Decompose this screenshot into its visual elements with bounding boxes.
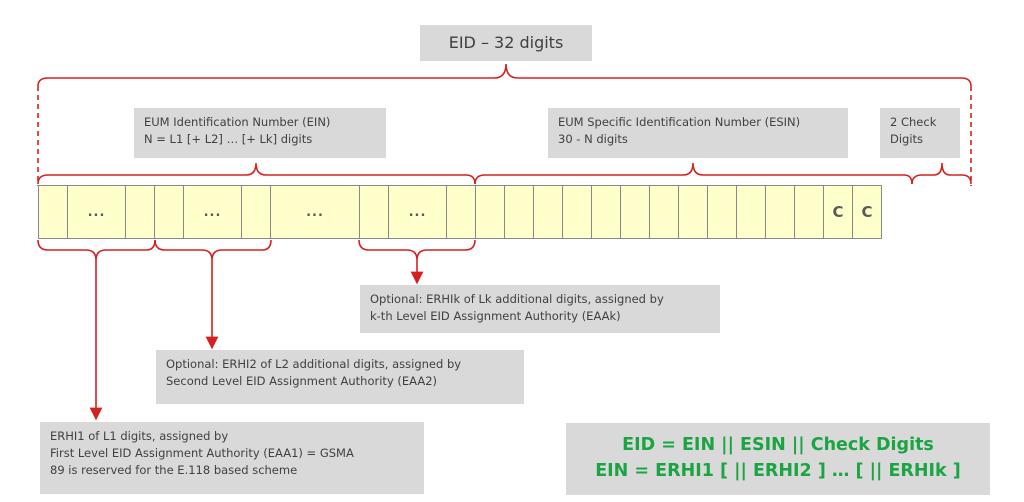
digit-cell: [241, 185, 271, 239]
digit-row: ... ... ... ... C C: [38, 185, 971, 239]
digit-cell: [620, 185, 650, 239]
digit-cell: [765, 185, 795, 239]
erhi1-label: ERHI1 of L1 digits, assigned by First Le…: [40, 422, 424, 494]
digit-cell: [154, 185, 184, 239]
ein-brace: [37, 162, 476, 185]
digit-cell: [533, 185, 563, 239]
digit-cell: [504, 185, 534, 239]
erhi2-label-line: Second Level EID Assignment Authority (E…: [166, 374, 438, 388]
digit-cell: ...: [388, 185, 447, 239]
check-label-line: 2 Check: [890, 115, 937, 129]
formula-line: EIN = ERHI1 [ || ERHI2 ] … [ || ERHIk ]: [595, 461, 961, 481]
check-brace: [911, 162, 972, 185]
check-digits-label: 2 Check Digits: [880, 108, 960, 158]
esin-label-line: 30 - N digits: [558, 132, 628, 146]
erhi2-label-line: Optional: ERHI2 of L2 additional digits,…: [166, 357, 462, 371]
erhik-label-line: k-th Level EID Assignment Authority (EAA…: [370, 309, 621, 323]
erhi1-label-line: 89 is reserved for the E.118 based schem…: [50, 463, 298, 477]
erhi1-label-line: First Level EID Assignment Authority (EA…: [50, 446, 354, 460]
digit-cell: [125, 185, 155, 239]
digit-cell: [794, 185, 824, 239]
digit-cell: [475, 185, 505, 239]
digit-cell: [562, 185, 592, 239]
ein-label: EUM Identification Number (EIN) N = L1 […: [134, 108, 386, 158]
digit-cell: [359, 185, 389, 239]
digit-cell: [446, 185, 476, 239]
check-digit-cell: C: [852, 185, 882, 239]
eid-title: EID – 32 digits: [420, 25, 592, 61]
esin-label: EUM Specific Identification Number (ESIN…: [548, 108, 848, 158]
digit-cell: ...: [67, 185, 126, 239]
digit-cell: ...: [270, 185, 360, 239]
erhi1-label-line: ERHI1 of L1 digits, assigned by: [50, 429, 229, 443]
digit-cell: [707, 185, 737, 239]
erhi2-brace: [154, 239, 272, 261]
erhi2-label: Optional: ERHI2 of L2 additional digits,…: [156, 350, 524, 404]
esin-brace: [474, 162, 913, 185]
eid-brace: [37, 63, 972, 87]
digit-cell: ...: [183, 185, 242, 239]
formula-box: EID = EIN || ESIN || Check Digits EIN = …: [566, 423, 990, 495]
check-digit-cell: C: [823, 185, 853, 239]
erhik-brace: [358, 239, 476, 261]
formula-line: EID = EIN || ESIN || Check Digits: [622, 435, 934, 455]
ein-label-line: EUM Identification Number (EIN): [144, 115, 331, 129]
digit-cell: [678, 185, 708, 239]
check-label-line: Digits: [890, 132, 924, 146]
digit-cell: [736, 185, 766, 239]
ein-label-line: N = L1 [+ L2] … [+ Lk] digits: [144, 132, 313, 146]
digit-cell: [591, 185, 621, 239]
erhi1-brace: [37, 239, 156, 261]
esin-label-line: EUM Specific Identification Number (ESIN…: [558, 115, 801, 129]
digit-cell: [38, 185, 68, 239]
erhik-label: Optional: ERHIk of Lk additional digits,…: [360, 285, 720, 333]
erhik-label-line: Optional: ERHIk of Lk additional digits,…: [370, 292, 664, 306]
digit-cell: [649, 185, 679, 239]
